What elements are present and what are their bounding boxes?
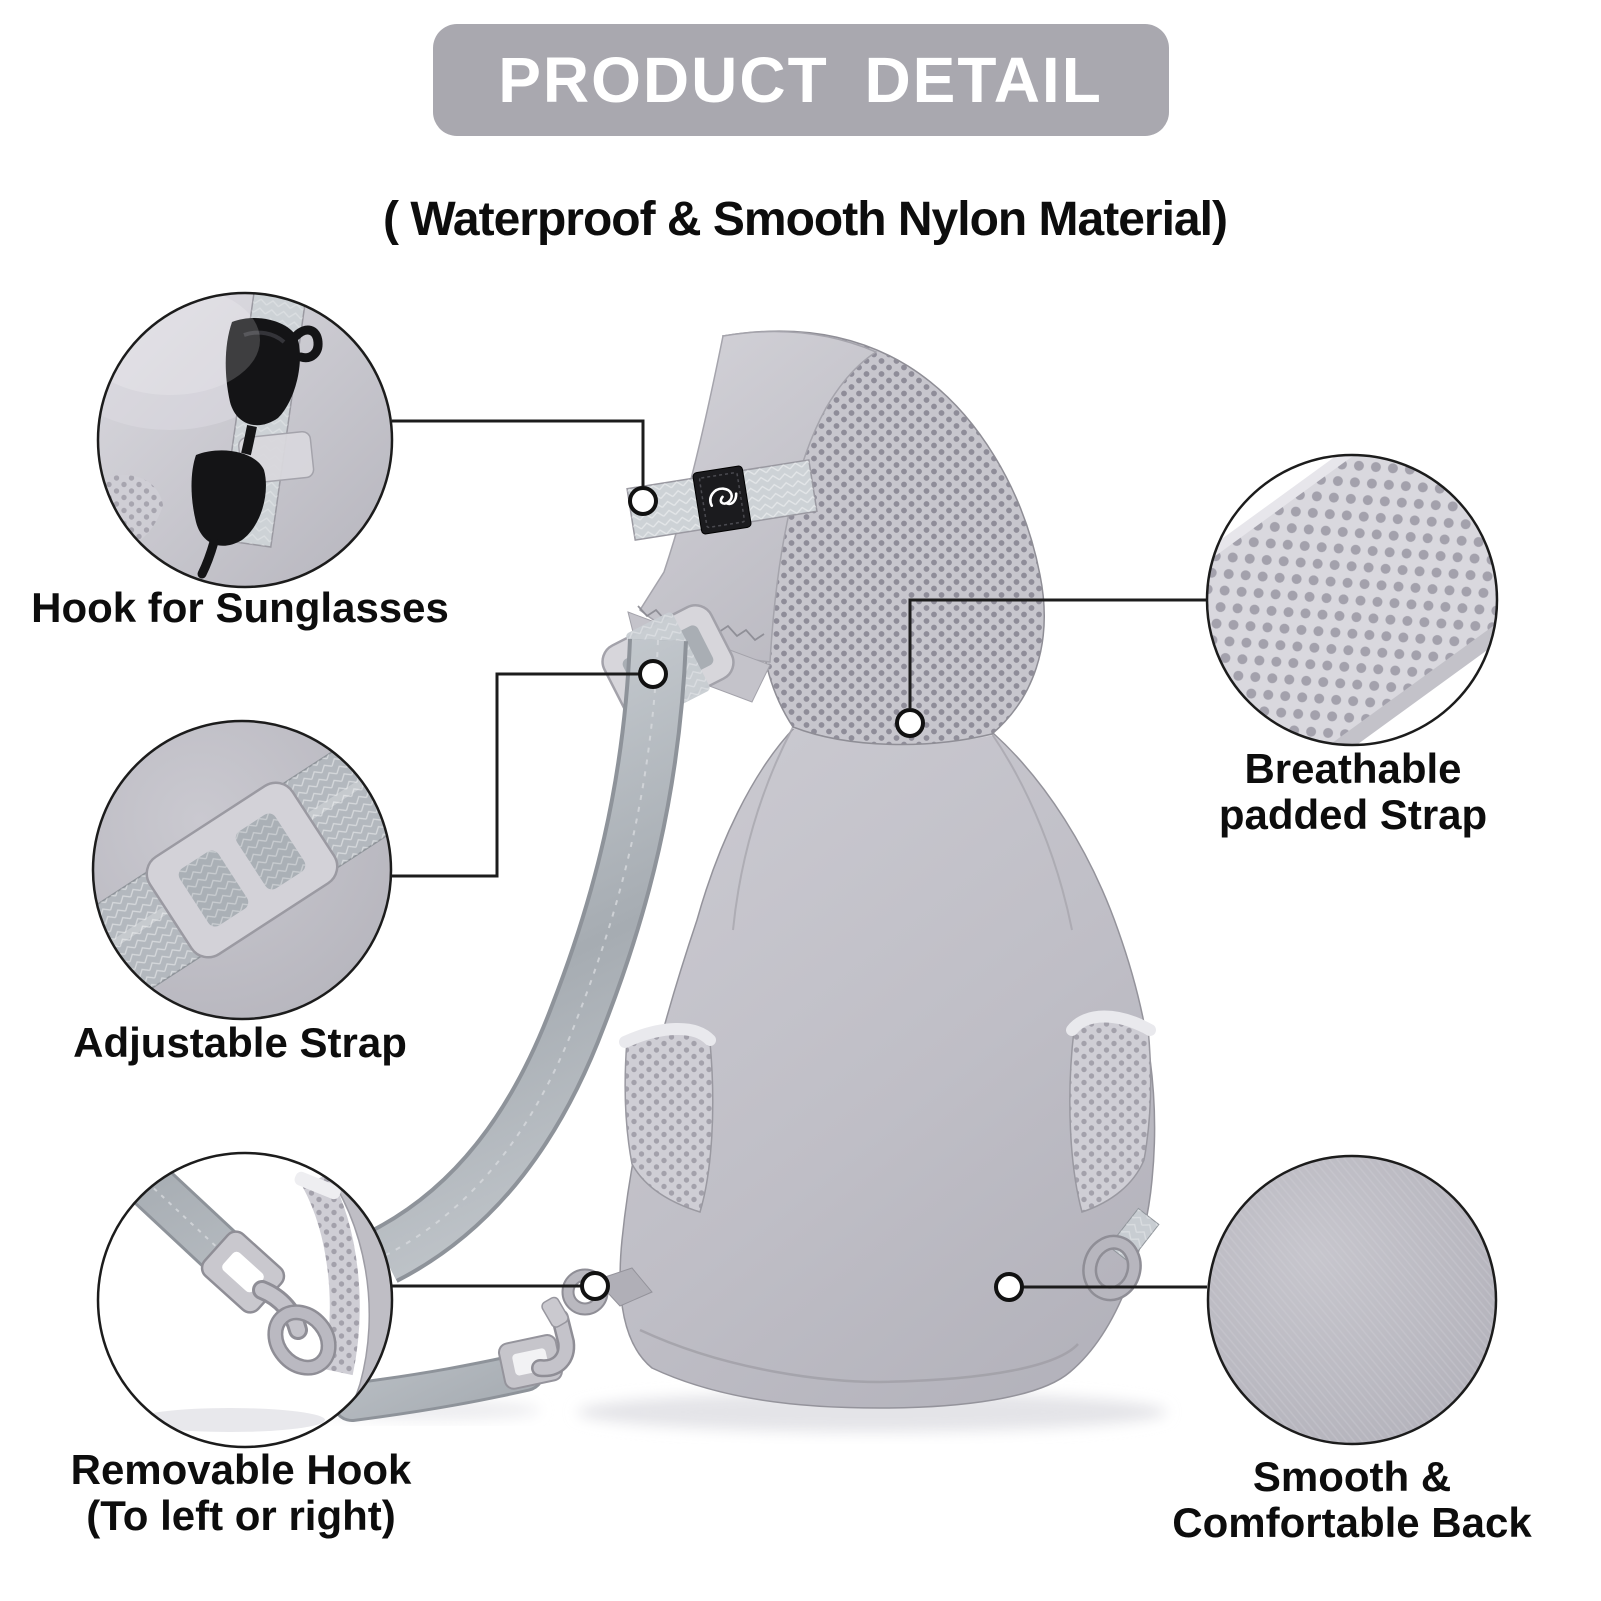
callout-circle-smooth-back — [1206, 1154, 1498, 1446]
d-ring-right — [1082, 1207, 1160, 1302]
callout-label-hook-sunglasses: Hook for Sunglasses — [31, 585, 449, 631]
page-subtitle: ( Waterproof & Smooth Nylon Material) — [383, 193, 1228, 246]
callout-label-line: Comfortable Back — [1172, 1499, 1532, 1546]
callout-label-smooth-back: Smooth & Comfortable Back — [1172, 1454, 1531, 1546]
callout-point-dots — [580, 486, 1024, 1302]
callout-label-removable-hook: Removable Hook (To left or right) — [71, 1447, 412, 1539]
callout-circle-adjustable-strap — [91, 719, 393, 1021]
callout-label-breathable-strap: Breathable padded Strap — [1219, 746, 1487, 838]
side-mesh-pocket-right — [1066, 1010, 1156, 1213]
page-title: PRODUCT DETAIL — [432, 24, 1169, 136]
callout-label-adjustable-strap: Adjustable Strap — [73, 1020, 407, 1066]
callout-label-line: Removable Hook — [70, 1446, 412, 1493]
callout-label-line: (To left or right) — [86, 1492, 396, 1539]
callout-label-line: Breathable — [1244, 745, 1462, 792]
logo-band — [626, 459, 818, 541]
callout-label-line: Adjustable Strap — [73, 1019, 407, 1066]
callout-circle-hook-sunglasses — [96, 291, 394, 589]
callout-connector-lines — [390, 419, 1207, 1289]
callout-label-line: Smooth & — [1252, 1453, 1452, 1500]
callout-label-line: Hook for Sunglasses — [31, 584, 449, 631]
callout-label-line: padded Strap — [1218, 791, 1488, 838]
brand-logo-patch-icon — [692, 465, 752, 535]
sunglasses-icon — [191, 318, 323, 579]
side-mesh-pocket-left — [619, 1023, 716, 1213]
